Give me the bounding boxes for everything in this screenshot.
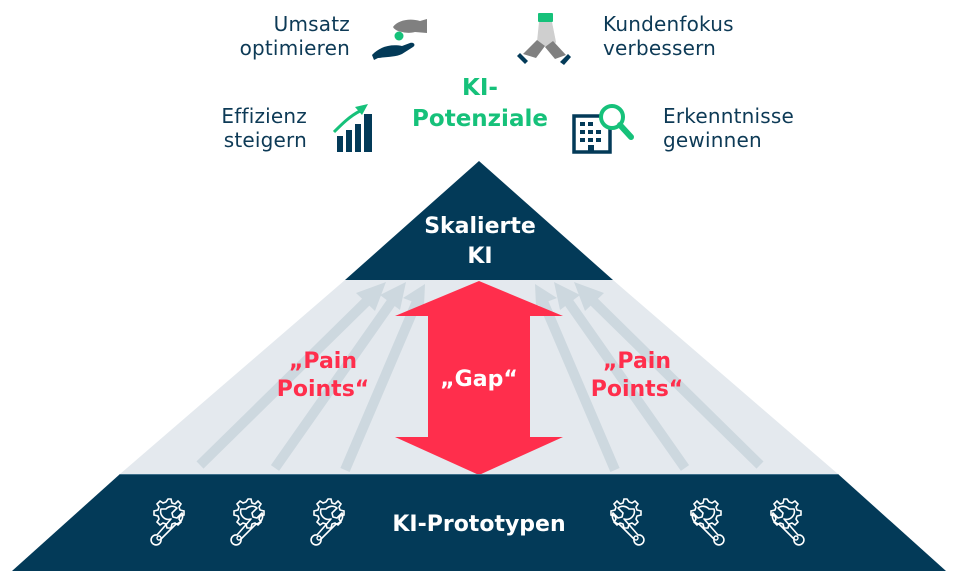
potential-label-line2: optimieren <box>239 36 350 60</box>
pain-point-arrows-left <box>196 282 425 472</box>
gap-label: „Gap“ <box>440 367 518 392</box>
pain-arrow <box>560 294 690 471</box>
potential-label-line1: Kundenfokus <box>603 12 734 36</box>
gap-double-arrow <box>395 281 563 475</box>
hands-together-icon <box>517 13 571 65</box>
ki-potenziale-title: KI- Potenziale <box>399 73 561 135</box>
potential-label-line1: Umsatz <box>273 12 350 36</box>
pain-point-arrows-right <box>535 282 764 472</box>
potential-umsatz: Umsatz optimieren <box>230 12 350 60</box>
pain-arrow-head <box>356 282 386 311</box>
pain-line2: Points“ <box>276 377 370 402</box>
title-line2: Potenziale <box>412 106 548 132</box>
pain-arrow-head <box>554 282 580 310</box>
title-line1: KI- <box>462 75 498 101</box>
pain-arrow <box>196 292 376 469</box>
pyramid-bottom-tier <box>12 474 946 571</box>
pain-line1: „Pain <box>288 349 358 374</box>
pain-line1: „Pain <box>602 349 672 374</box>
pain-arrow-head <box>574 282 604 311</box>
pain-arrow <box>340 297 423 472</box>
growth-chart-icon <box>332 104 372 152</box>
building-magnifier-icon <box>572 104 634 154</box>
top-tier-line2: KI <box>467 244 493 269</box>
pain-arrow <box>537 297 620 472</box>
hand-coin-icon <box>372 19 427 60</box>
pain-arrow-head <box>403 284 425 306</box>
pyramid-top-tier <box>345 161 613 280</box>
potential-label-line1: Erkenntnisse <box>663 104 795 128</box>
pain-arrow <box>584 292 764 469</box>
pain-line2: Points“ <box>590 377 684 402</box>
bottom-tier-label: KI-Prototypen <box>392 512 566 537</box>
pain-arrow-head <box>535 284 557 306</box>
pain-arrow-head <box>380 282 406 310</box>
potential-kundenfokus: Kundenfokus verbessern <box>603 12 763 60</box>
top-tier-label: Skalierte KI <box>399 212 561 272</box>
pain-arrow <box>270 294 400 471</box>
pain-points-right-label: „Pain Points“ <box>582 348 692 404</box>
top-tier-line1: Skalierte <box>424 214 536 239</box>
potential-effizienz: Effizienz steigern <box>185 104 307 152</box>
potential-label-line2: gewinnen <box>663 128 762 152</box>
potential-label-line2: steigern <box>223 128 307 152</box>
potential-label-line2: verbessern <box>603 36 717 60</box>
pain-points-left-label: „Pain Points“ <box>268 348 378 404</box>
potential-label-line1: Effizienz <box>221 104 307 128</box>
potential-erkenntnisse: Erkenntnisse gewinnen <box>663 104 823 152</box>
